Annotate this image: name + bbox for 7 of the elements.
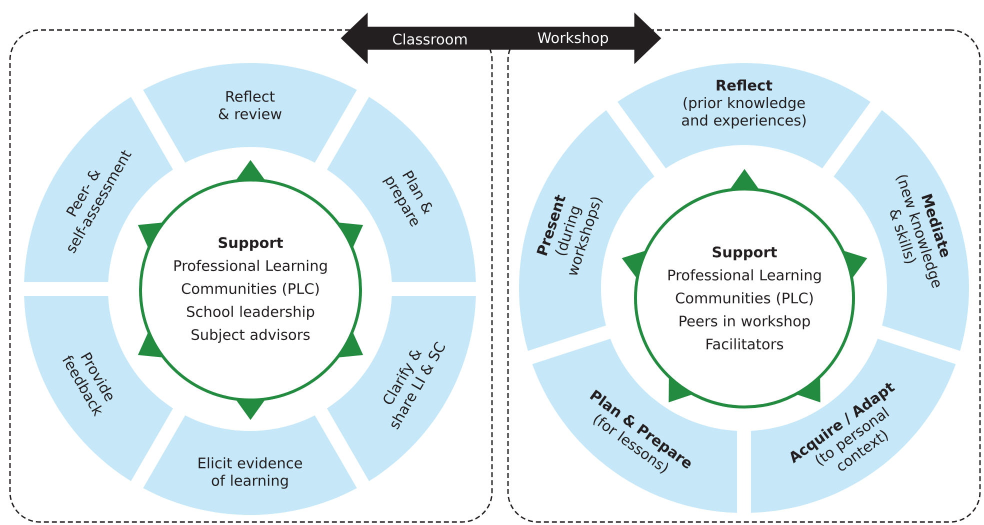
ring-segment: Elicit evidence of learning — [143, 415, 357, 515]
dashed-panel — [9, 29, 493, 523]
ring-segment: Reflect & review — [143, 63, 357, 163]
arrow-label: Workshop — [538, 32, 608, 46]
arrow-label: Classroom — [393, 33, 467, 45]
dashed-panel — [507, 29, 981, 523]
ring-segment: Reflect (prior knowledge and experiences) — [618, 63, 871, 168]
